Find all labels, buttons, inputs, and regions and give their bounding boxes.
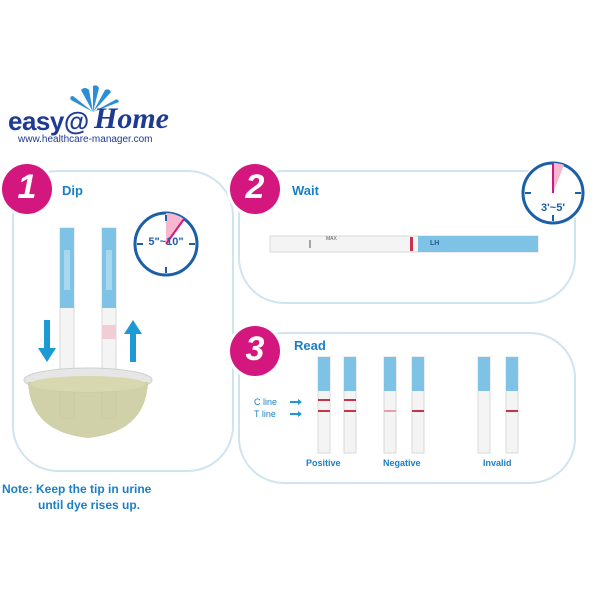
step-2-timer-text: 3'~5' xyxy=(541,202,565,214)
note-line-1: Note: Keep the tip in urine xyxy=(2,482,152,496)
result-positive-label: Positive xyxy=(306,458,341,468)
step-2-badge: 2 xyxy=(230,164,280,214)
step-1-number: 1 xyxy=(17,168,37,206)
result-negative-label: Negative xyxy=(383,458,421,468)
t-line-label: T line xyxy=(254,409,276,419)
brand-logo: easy@ Home www.healthcare-manager.com xyxy=(8,85,208,146)
step-3-title: Read xyxy=(294,338,326,353)
result-invalid-label: Invalid xyxy=(483,458,512,468)
step-1-note: Note: Keep the tip in urine until dye ri… xyxy=(0,481,236,513)
step-3-panel xyxy=(238,332,576,484)
dip-illustration xyxy=(23,227,153,438)
step-1-badge: 1 xyxy=(2,164,52,214)
invalid-strips xyxy=(477,356,519,454)
brand-url[interactable]: www.healthcare-manager.com xyxy=(18,134,153,145)
step-2-title: Wait xyxy=(292,183,319,198)
step-1-title: Dip xyxy=(62,183,83,198)
read-strips xyxy=(317,356,519,454)
positive-strips xyxy=(317,356,357,454)
step-2-number: 2 xyxy=(245,168,265,206)
arrow-down-icon xyxy=(38,320,56,362)
arrow-up-icon xyxy=(124,320,142,362)
note-line-2: until dye rises up. xyxy=(38,498,141,512)
step-3-badge: 3 xyxy=(230,326,280,376)
sun-rays-icon xyxy=(70,85,119,112)
step-3-number: 3 xyxy=(245,330,265,368)
step-1-timer: 5"~10" xyxy=(132,210,200,278)
clock-icon xyxy=(521,161,585,225)
line-pointer-arrows xyxy=(290,399,302,417)
step-1-timer-text: 5"~10" xyxy=(148,236,184,248)
wait-strip xyxy=(269,235,539,253)
negative-strips xyxy=(383,356,425,454)
clock-icon xyxy=(133,211,199,277)
step-2-timer: 3'~5' xyxy=(520,160,586,226)
wait-strip-max-label: MAX xyxy=(326,236,337,242)
c-line-label: C line xyxy=(254,397,278,407)
brand-name-part2: Home xyxy=(94,102,169,135)
wait-strip-lh-label: LH xyxy=(430,240,440,247)
brand-name-part1: easy@ xyxy=(8,106,89,136)
